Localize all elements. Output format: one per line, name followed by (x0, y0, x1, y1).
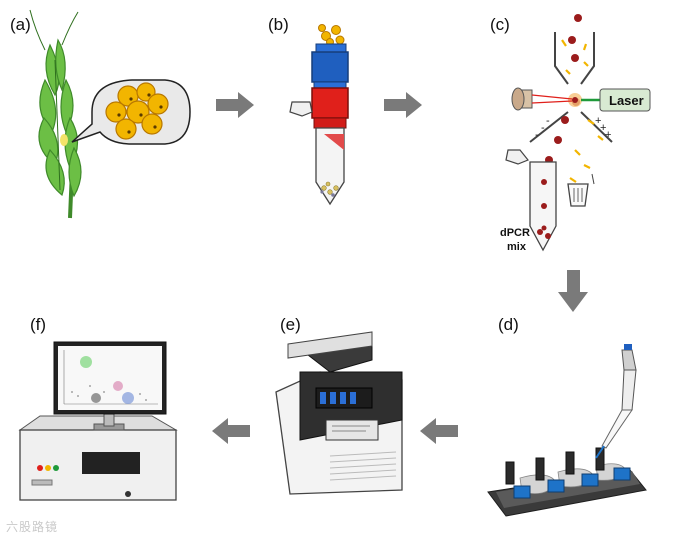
detector-icon (511, 87, 533, 111)
arrow-e-to-f (212, 418, 250, 444)
scatter-plot-thumbnail (63, 350, 158, 405)
laser-module: Laser (599, 88, 651, 112)
laser-label: Laser (609, 93, 644, 108)
chip-loading-illustration (487, 344, 647, 517)
svg-text:+: + (600, 122, 606, 134)
panel-label-b: (b) (268, 15, 289, 34)
arrow-c-to-d (558, 270, 588, 312)
pollen-callout (71, 79, 191, 145)
computer-workstation-illustration (18, 341, 178, 501)
svg-text:+: + (595, 115, 601, 127)
panel-label-d: (d) (498, 315, 519, 334)
panel-label-f: (f) (30, 315, 46, 334)
panel-label-a: (a) (10, 15, 31, 34)
svg-text:-: - (535, 129, 539, 141)
arrow-a-to-b (216, 92, 254, 118)
collection-tube-icon (505, 149, 557, 252)
panel-label-e: (e) (280, 315, 301, 334)
dpcr-instrument-illustration (275, 331, 403, 495)
dpcr-label-line1: dPCR (500, 227, 530, 239)
pipette-icon (595, 344, 637, 459)
droplet-sorter-illustration: Laser --- +++ dPCR mix (500, 14, 651, 253)
arrow-d-to-e (420, 418, 458, 444)
wheat-spike-illustration (29, 9, 82, 219)
svg-text:+: + (605, 129, 611, 141)
dpcr-label-line2: mix (507, 241, 527, 253)
watermark-text: 六股路镜 (6, 520, 59, 534)
panel-label-c: (c) (490, 15, 510, 34)
svg-text:-: - (546, 115, 550, 127)
waste-bin-icon (567, 173, 595, 207)
filter-tube-illustration (289, 24, 349, 206)
svg-text:-: - (541, 122, 545, 134)
arrow-b-to-c (384, 92, 422, 118)
